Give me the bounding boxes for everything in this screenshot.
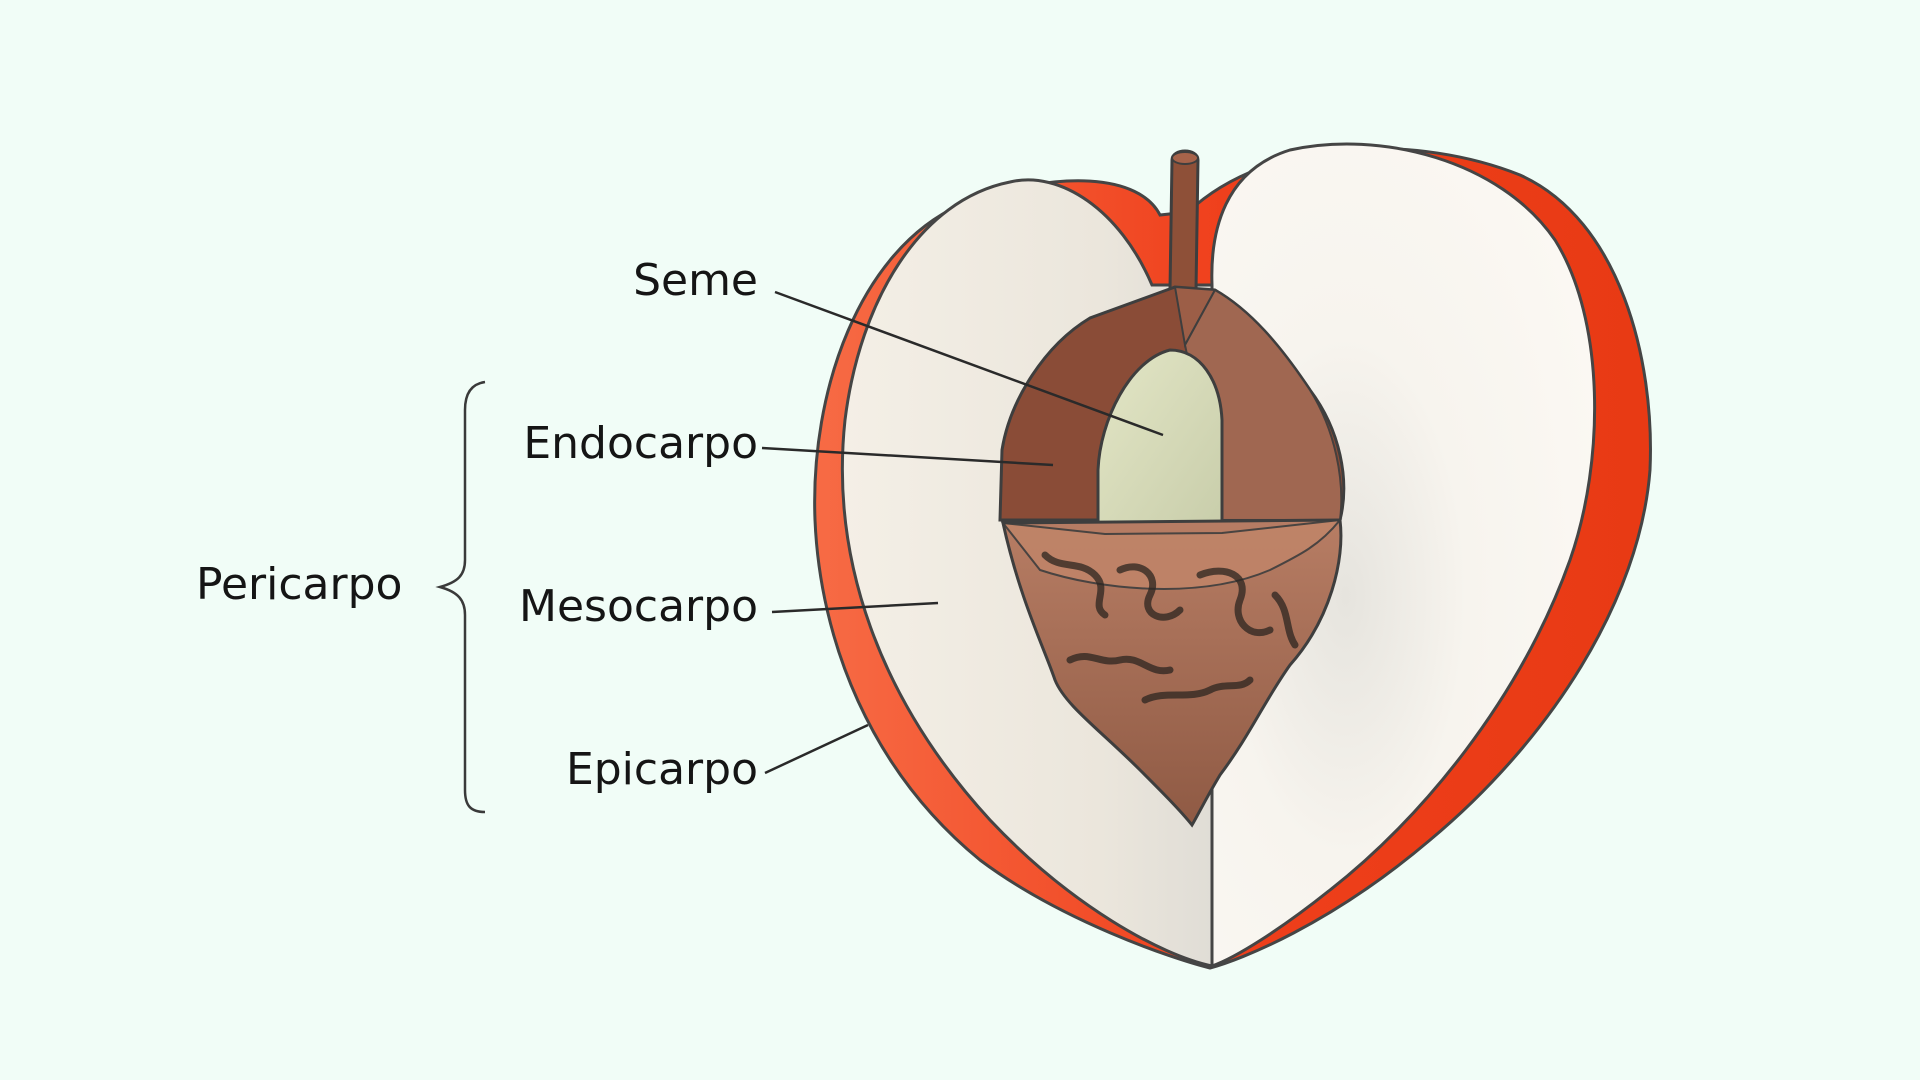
label-seme: Seme bbox=[633, 255, 758, 306]
leader-seme bbox=[774, 290, 1164, 437]
label-mesocarpo: Mesocarpo bbox=[519, 581, 758, 632]
label-endocarpo: Endocarpo bbox=[523, 418, 758, 469]
pericarpo-brace bbox=[435, 380, 486, 814]
stem-tip bbox=[1171, 151, 1199, 165]
stone-wrinkles bbox=[1041, 551, 1299, 704]
label-epicarpo: Epicarpo bbox=[565, 744, 758, 795]
endocarp-facet-right bbox=[1183, 288, 1343, 521]
leader-lines bbox=[761, 290, 1164, 775]
seed bbox=[1096, 348, 1224, 535]
label-pericarpo: Pericarpo bbox=[196, 559, 403, 610]
stem bbox=[1168, 149, 1200, 292]
mesocarp-right bbox=[1210, 142, 1597, 969]
leader-endocarpo bbox=[761, 446, 1054, 467]
leader-epicarpo bbox=[764, 723, 869, 775]
leader-mesocarpo bbox=[771, 601, 939, 614]
